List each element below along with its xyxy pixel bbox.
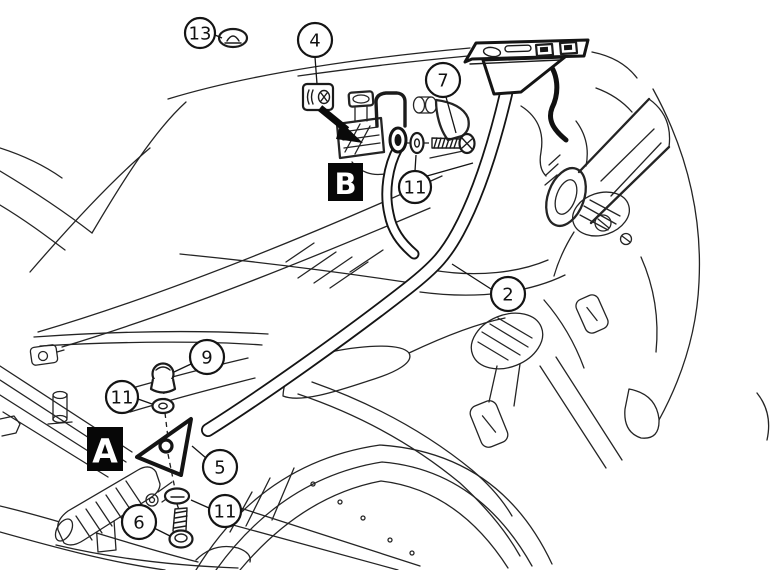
callout-2: 2 (451, 263, 527, 313)
washer-part-11-lower (163, 487, 191, 505)
callout-leader-line (426, 162, 474, 177)
marker-B: B (328, 163, 363, 201)
screw-part-7 (431, 132, 476, 155)
marker-A: A (87, 427, 123, 471)
callout-number: 13 (189, 24, 212, 45)
callout-number: 7 (437, 71, 448, 92)
callout-circle (120, 503, 158, 541)
callout-leader-line (414, 154, 417, 172)
upper-reflector (575, 294, 609, 334)
callout-leader-line (153, 527, 171, 537)
footpeg (57, 466, 161, 546)
callout-leader-line (191, 445, 207, 459)
insert-direction-arrow (317, 105, 363, 143)
callout-7: 7 (424, 61, 462, 134)
push-cap-part-13 (217, 27, 249, 49)
callout-13: 13 (183, 16, 223, 50)
callout-circle (489, 275, 527, 313)
washer-part-11-left (151, 397, 175, 415)
marker-box (87, 427, 123, 471)
washer-part-11-upper (409, 131, 425, 155)
callout-5: 5 (191, 445, 239, 486)
exhaust-muffler (520, 51, 770, 441)
callout-leader-line (173, 363, 192, 373)
callout-leader-line (314, 56, 318, 85)
marker-letter: B (334, 167, 356, 201)
callout-leader-line (137, 398, 153, 405)
callout-6: 6 (120, 503, 171, 541)
marker-box (328, 163, 363, 201)
marker-letter: A (92, 432, 118, 471)
hardware-parts (149, 27, 476, 549)
callout-leader-line (445, 96, 457, 134)
marker-layer: AB (87, 163, 363, 471)
callout-circle (188, 338, 226, 376)
callout-leader-line (451, 263, 492, 290)
callout-circle (201, 448, 239, 486)
callout-layer: 13 4 7 11 2 9 11 5 11 6 (104, 16, 527, 541)
callout-leader-line (214, 34, 223, 39)
carrier-assembly (135, 38, 590, 477)
bolt-part-6 (168, 507, 194, 549)
callout-circle (104, 379, 140, 415)
callout-number: 11 (111, 388, 134, 409)
callout-number: 11 (214, 502, 237, 523)
callout-number: 4 (309, 31, 320, 52)
callout-11: 11 (190, 493, 243, 529)
left-turn-signal (470, 312, 544, 370)
callout-leader-line (190, 499, 210, 509)
callout-circle (207, 493, 243, 529)
grab-rail-bracket (335, 90, 470, 176)
callout-number: 5 (214, 458, 225, 479)
cap-nut-part-9 (149, 362, 177, 394)
callout-number: 6 (133, 513, 144, 534)
lower-reflector (469, 400, 509, 448)
callout-11: 11 (104, 379, 153, 415)
callout-circle (296, 21, 334, 59)
callout-circle (397, 169, 433, 205)
right-turn-signal (572, 191, 630, 237)
callout-number: 2 (502, 285, 513, 306)
callout-number: 9 (201, 348, 212, 369)
callout-9: 9 (173, 338, 226, 376)
callout-number: 11 (404, 178, 427, 199)
callout-4: 4 (296, 21, 334, 85)
lower-mount-hole (158, 438, 174, 454)
callout-circle (183, 16, 217, 50)
strut-bushing (388, 126, 408, 154)
square-nut-part-4 (301, 82, 335, 112)
callout-11: 11 (397, 154, 474, 205)
callout-circle (424, 61, 462, 99)
seat-tail-outline (0, 47, 471, 348)
